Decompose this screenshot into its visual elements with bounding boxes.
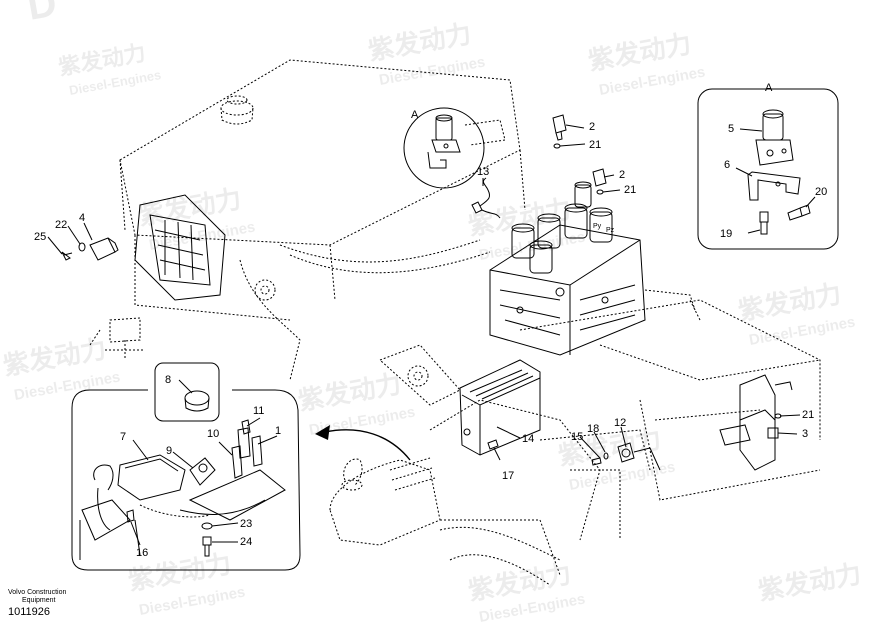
callout-7: 7 (120, 431, 126, 443)
callout-19: 19 (720, 228, 732, 240)
ecu-14 (459, 359, 541, 456)
pressure-switch-3 (719, 374, 793, 471)
leader-lines (47, 124, 816, 546)
callout-11: 11 (253, 405, 264, 417)
callout-12: 12 (614, 417, 626, 429)
pressure-sensor-lower (592, 168, 607, 195)
callout-8: 8 (165, 374, 171, 386)
callout-25: 25 (34, 231, 46, 243)
callout-1: 1 (275, 425, 281, 437)
callout-24: 24 (240, 536, 252, 548)
callout-21: 21 (589, 139, 601, 151)
watermark-layer: D 紫发动力 Diesel-Engines 紫发动力 Diesel-Engine… (1, 0, 864, 626)
callout-2: 2 (589, 121, 595, 133)
callout-15: 15 (571, 431, 583, 443)
callout-21: 21 (624, 184, 636, 196)
callout-16: 16 (136, 547, 148, 559)
callout-4: 4 (79, 212, 85, 224)
callout-labels: 2 21 2 21 13 4 22 25 5 6 20 19 A 14 17 1… (34, 109, 827, 559)
watermark-brand: 紫发动力 (756, 558, 864, 606)
detail-circle-label: A (411, 109, 419, 121)
callout-18: 18 (587, 423, 599, 435)
machine-frame (89, 59, 821, 576)
company-line-1: Volvo Construction (8, 589, 67, 596)
pressure-sensor-upper (552, 114, 567, 149)
callout-22: 22 (55, 219, 67, 231)
fuse-box (134, 194, 226, 301)
callout-9: 9 (166, 445, 172, 457)
watermark-logo-text: D (24, 0, 60, 29)
callout-23: 23 (240, 518, 252, 530)
inset-panel (71, 362, 301, 571)
callout-13: 13 (477, 166, 489, 178)
callout-21: 21 (802, 409, 814, 421)
joystick-console (329, 457, 561, 586)
callout-20: 20 (815, 186, 827, 198)
document-number: 1011926 (8, 606, 51, 618)
callout-6: 6 (724, 159, 730, 171)
flow-arrow (315, 425, 411, 461)
port-label-py: Py (593, 223, 602, 230)
relay-12 (591, 442, 661, 471)
relay-4 (61, 237, 119, 261)
port-label-pz: Pz (606, 227, 615, 234)
callout-5: 5 (728, 123, 734, 135)
callout-3: 3 (802, 428, 808, 440)
callout-14: 14 (522, 433, 534, 445)
detail-circle-a (403, 107, 506, 189)
detail-box-a: A (697, 82, 839, 250)
detail-box-label: A (765, 82, 773, 94)
callout-2: 2 (619, 169, 625, 181)
control-valve: Py Pz (489, 181, 696, 356)
company-credit: Volvo Construction Equipment (8, 589, 66, 605)
callout-10: 10 (207, 428, 219, 440)
company-line-2: Equipment (22, 597, 56, 604)
callout-17: 17 (502, 470, 514, 482)
